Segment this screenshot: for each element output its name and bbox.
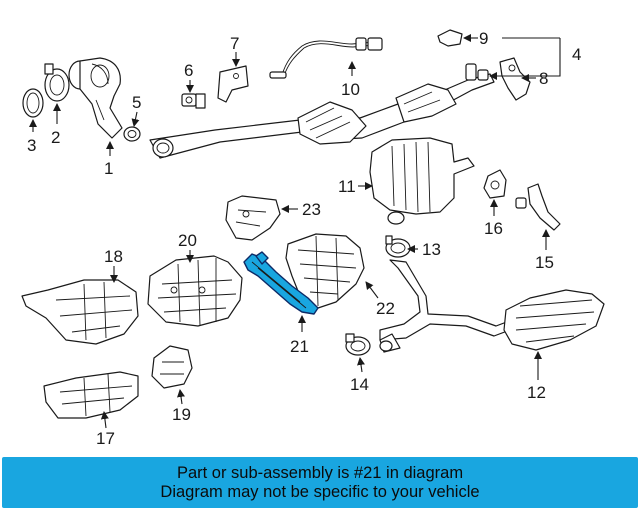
callout-13: 13 [422,240,441,259]
callout-21: 21 [290,337,309,356]
part-21-heat-shield-highlighted[interactable] [243,251,319,315]
callout-18: 18 [104,247,123,266]
banner-line-2: Diagram may not be specific to your vehi… [160,482,480,501]
part-12-rear-silencer[interactable] [503,289,605,351]
part-17-heat-shield[interactable] [43,371,139,419]
part-11-muffler[interactable] [369,137,475,225]
callout-12: 12 [527,383,546,402]
part-3-gasket[interactable] [22,88,44,118]
rear-y-pipe[interactable] [379,259,513,353]
callout-14: 14 [350,375,369,394]
callout-labels: 1 2 3 4 5 6 7 8 9 10 11 12 13 14 15 16 1… [27,29,581,448]
part-10-oxygen-sensor[interactable] [269,37,383,79]
part-5-clamp[interactable] [123,126,141,142]
callout-8: 8 [539,69,548,88]
callout-7: 7 [230,34,239,53]
part-9-clip[interactable] [437,29,463,47]
part-8-bracket[interactable] [499,57,531,101]
part-1-catalytic-converter[interactable] [68,57,123,139]
part-15-bracket[interactable] [515,183,561,231]
callout-20: 20 [178,231,197,250]
callout-17: 17 [96,429,115,448]
part-23-heat-shield[interactable] [225,195,281,241]
callout-23: 23 [302,200,321,219]
part-19-bracket[interactable] [151,345,193,389]
leader-lines [29,34,561,429]
part-4-hanger[interactable] [465,63,489,81]
part-14-clamp[interactable] [345,333,371,356]
part-20-heat-shield[interactable] [147,255,243,327]
part-13-clamp[interactable] [385,235,411,258]
callout-22: 22 [376,299,395,318]
callout-11: 11 [338,177,356,196]
callout-2: 2 [51,128,60,147]
callout-6: 6 [184,61,193,80]
callout-16: 16 [484,219,503,238]
callout-19: 19 [172,405,191,424]
callout-3: 3 [27,136,36,155]
info-banner: Part or sub-assembly is #21 in diagram D… [2,457,638,508]
part-18-heat-shield[interactable] [21,279,139,345]
main-exhaust-pipe[interactable] [149,73,495,159]
callout-1: 1 [104,159,113,178]
callout-10: 10 [341,80,360,99]
callout-5: 5 [132,93,141,112]
callout-15: 15 [535,253,554,272]
part-16-hanger[interactable] [483,169,507,199]
part-22-heat-shield[interactable] [285,233,365,309]
callout-4: 4 [572,45,581,64]
part-7-hanger[interactable] [217,65,249,103]
exhaust-parts-diagram: 1 2 3 4 5 6 7 8 9 10 11 12 13 14 15 16 1… [21,29,605,448]
callout-9: 9 [479,29,488,48]
part-2-clamp[interactable] [44,63,70,102]
banner-line-1: Part or sub-assembly is #21 in diagram [176,463,464,482]
part-6-bracket[interactable] [181,93,206,109]
